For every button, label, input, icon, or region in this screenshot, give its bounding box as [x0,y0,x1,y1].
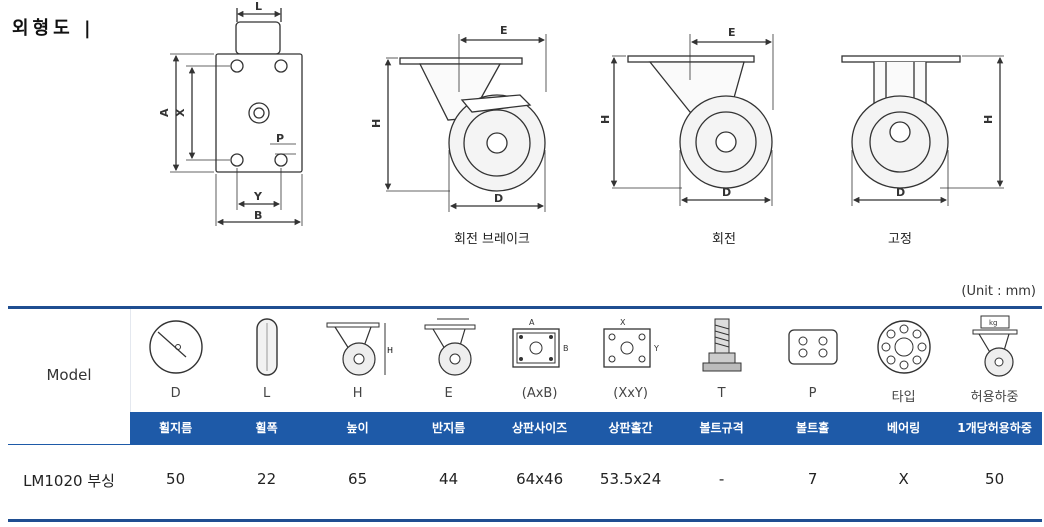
table-cell: 64x46 [516,470,564,488]
load-icon: kg [949,312,1040,382]
header-band [130,412,1042,444]
table-cell: 65 [348,470,368,488]
symbol-label: H [352,386,363,401]
table-cell: 7 [807,470,818,488]
table-top-rule [8,306,1042,309]
svg-text:H: H [387,346,393,355]
header-separator [8,444,1042,445]
height-icon: H [312,312,403,382]
svg-text:H: H [599,115,612,124]
column-divider [130,309,131,412]
column-header: 휠폭 [255,421,278,435]
caption-fixed: 고정 [888,232,912,247]
svg-text:H: H [982,115,995,124]
table-cell: - [718,470,725,488]
svg-text:B: B [563,344,569,353]
bearing-icon [858,312,949,382]
column-header: 반지름 [432,421,466,435]
caption-swivel-brake: 회전 브레이크 [454,232,530,247]
radius-icon [403,312,494,382]
table-cell: 44 [439,470,459,488]
unit-label: (Unit : mm) [961,284,1036,299]
caption-swivel: 회전 [712,232,736,247]
table-cell: X [898,470,909,488]
bolt-icon [676,312,767,382]
symbol-label: E [444,386,453,401]
svg-text:A: A [529,318,535,327]
column-header: 상판홀간 [608,421,653,435]
svg-text:kg: kg [989,319,998,327]
table-cell: 50 [985,470,1005,488]
svg-text:H: H [370,119,383,128]
symbol-label: D [170,386,181,401]
svg-text:D: D [494,192,503,205]
table-bottom-rule [8,519,1042,522]
symbol-label: 타입 [891,390,916,405]
svg-text:B: B [254,209,262,222]
svg-text:D: D [896,186,905,199]
column-header: 볼트규격 [699,421,744,435]
svg-text:E: E [728,26,736,39]
svg-text:Y: Y [253,190,263,203]
wheel-diameter-icon [130,312,221,382]
symbol-label: (XxY) [613,386,648,401]
table-cell: 50 [166,470,186,488]
column-header: 볼트홀 [796,421,830,435]
symbol-label: (AxB) [521,386,558,401]
table-cell: 22 [257,470,277,488]
symbol-label: L [262,386,271,401]
row-model-name: LM1020 부싱 [23,472,115,490]
bolt-hole-icon [767,312,858,382]
column-header: 상판사이즈 [511,421,568,435]
dimension-drawings: L A X P Y B E H D [158,0,1004,226]
svg-text:Y: Y [653,344,659,353]
column-header: 높이 [346,421,369,435]
top-view-drawing [170,8,303,226]
section-title: 외형도 | [12,18,95,39]
svg-text:X: X [174,108,187,117]
swivel-drawing [610,34,774,206]
svg-text:E: E [500,24,508,37]
symbol-label: P [808,386,817,401]
svg-text:X: X [620,318,626,327]
svg-text:D: D [722,186,731,199]
column-header: 휠지름 [159,421,193,435]
table-cell: 53.5x24 [599,470,662,488]
symbol-label: T [717,386,726,401]
svg-text:A: A [158,108,171,117]
svg-text:P: P [276,132,284,145]
wheel-width-icon [221,312,312,382]
symbol-label: 허용하중 [970,390,1019,405]
model-header: Model [46,366,92,384]
svg-text:L: L [255,0,262,13]
column-header: 1개당허용하중 [957,421,1032,435]
swivel-brake-drawing [384,34,547,212]
column-header: 베어링 [887,421,921,435]
fixed-drawing [841,55,1004,206]
